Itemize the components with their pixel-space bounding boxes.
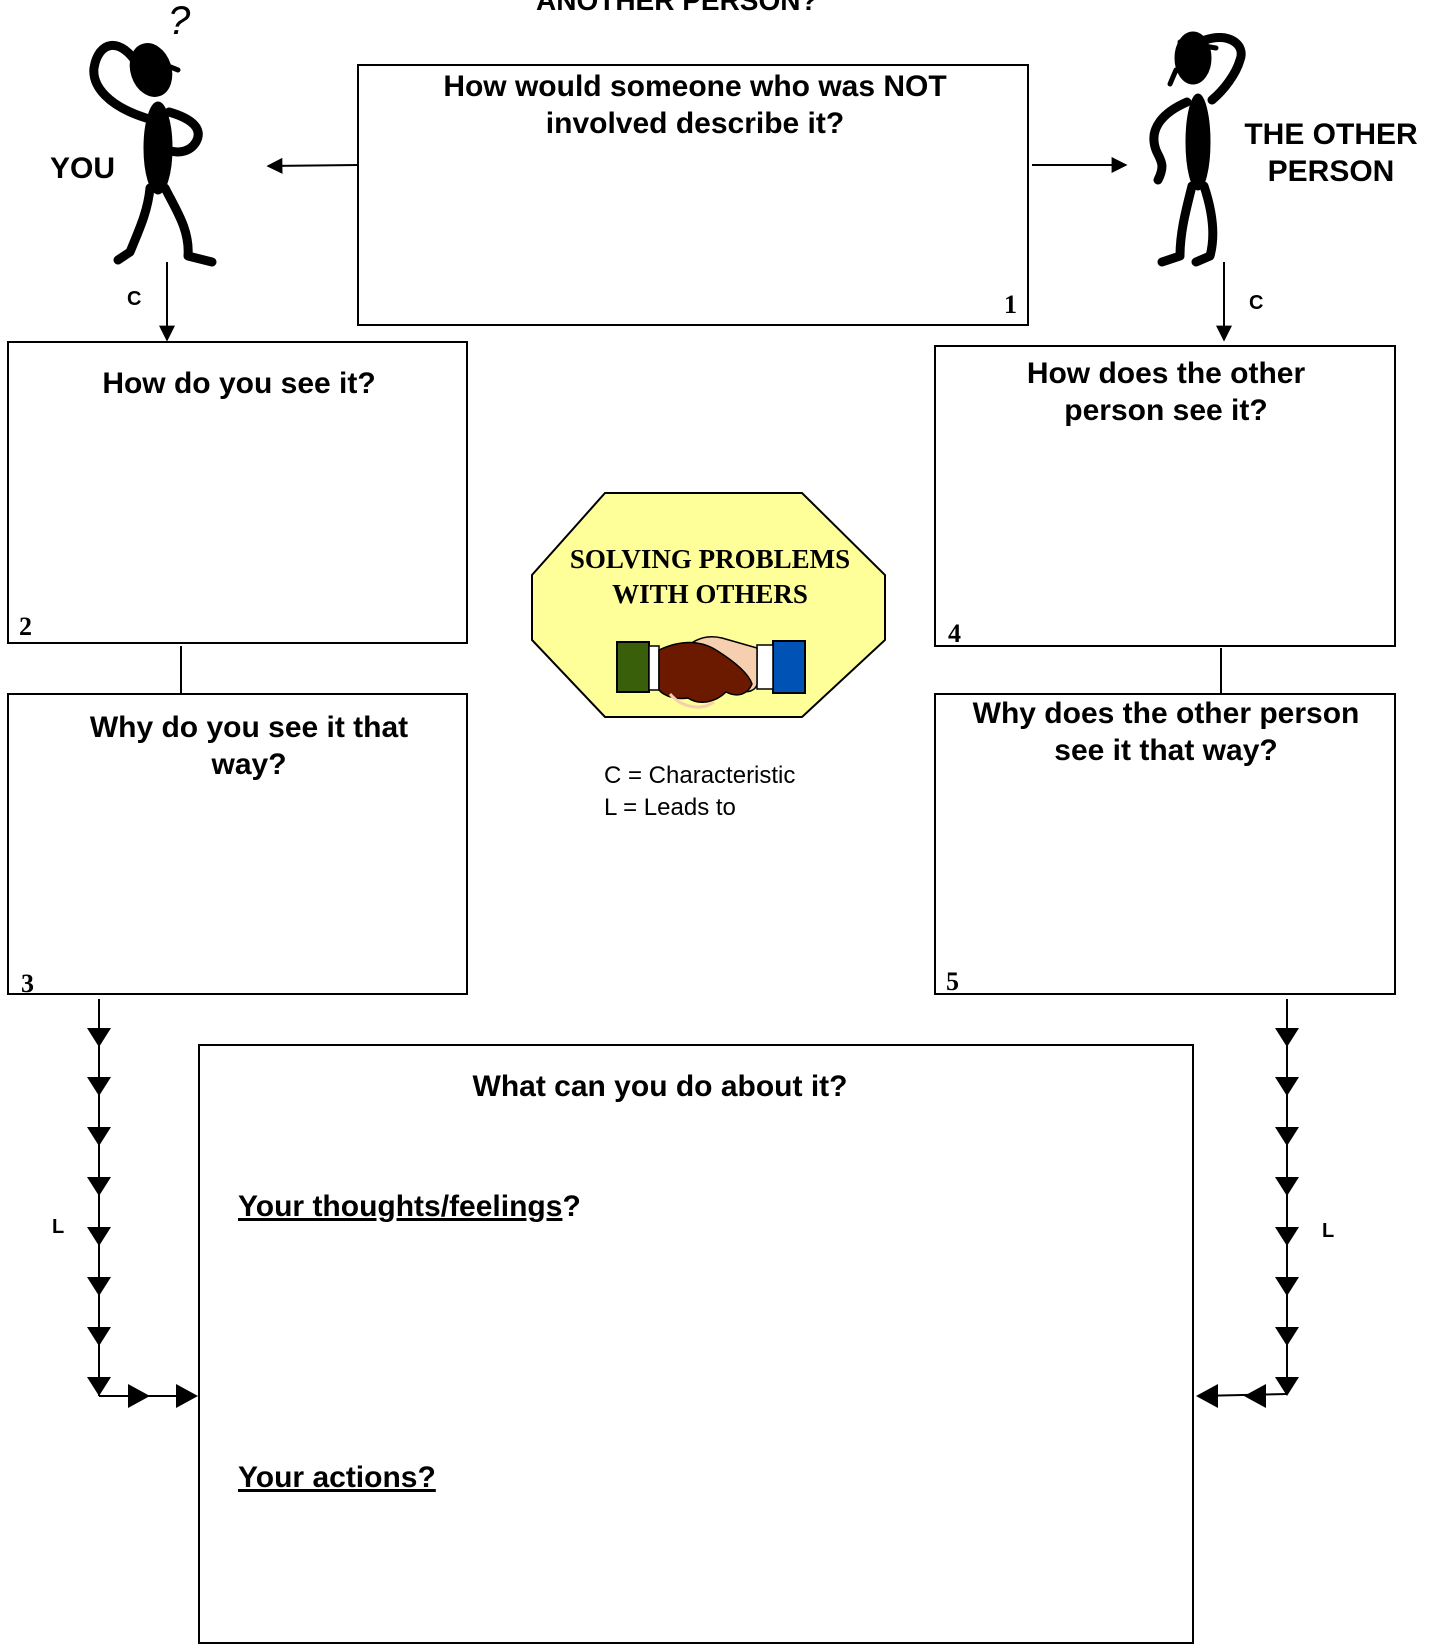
arrow-box1-to-you [266, 157, 359, 174]
box-number-1: 1 [1004, 290, 1017, 319]
box-other-reasons-question: Why does the other person see it that wa… [972, 697, 1360, 767]
badge-title: SOLVING PROBLEMS WITH OTHERS [540, 542, 880, 612]
handshake-icon [616, 636, 806, 709]
your-thoughts-feelings-text: Your thoughts/feelings [238, 1190, 563, 1223]
box-number-2: 2 [19, 612, 32, 641]
page-title: ANOTHER PERSON? [536, 0, 818, 16]
question-mark-icon: ? [168, 0, 191, 43]
connector-label-c-left: C [127, 288, 142, 310]
thinking-figure-other-icon [1149, 31, 1246, 267]
connector-label-c-right: C [1249, 292, 1264, 314]
right-lead-chain [1196, 999, 1299, 1408]
box-other-view[interactable]: How does the other person see it? 4 [934, 345, 1396, 648]
connector-label-l-left: L [52, 1216, 65, 1238]
box-number-5: 5 [946, 967, 959, 996]
box-your-view-question: How do you see it? [102, 367, 376, 400]
legend-characteristic: C = Characteristic [604, 762, 796, 789]
badge-title-line2: WITH OTHERS [612, 579, 808, 609]
box-what-can-you-do-question: What can you do about it? [472, 1070, 848, 1103]
your-thoughts-feelings-suffix: ? [562, 1190, 581, 1223]
box-number-3: 3 [21, 969, 34, 998]
your-thoughts-feelings-label: Your thoughts/feelings? [238, 1188, 581, 1225]
box-number-4: 4 [948, 619, 961, 648]
box-other-view-question: How does the other person see it? [1026, 357, 1306, 427]
thinking-figure-you-icon [89, 41, 217, 267]
legend-leads-to: L = Leads to [604, 794, 736, 821]
other-person-label-line1: THE OTHER [1244, 118, 1418, 151]
box-outsider-view-question: How would someone who was NOT involved d… [443, 70, 947, 140]
box-your-reasons[interactable]: Why do you see it that way? 3 [7, 693, 468, 998]
legend: C = Characteristic L = Leads to [604, 760, 795, 824]
other-person-label-line2: PERSON [1267, 155, 1395, 188]
other-person-label: THE OTHER PERSON [1236, 116, 1426, 190]
box-other-reasons[interactable]: Why does the other person see it that wa… [934, 693, 1396, 996]
box-your-view[interactable]: How do you see it? 2 [7, 341, 468, 644]
box-your-reasons-question: Why do you see it that way? [89, 711, 409, 781]
your-actions-label: Your actions? [238, 1461, 436, 1494]
box-outsider-view[interactable]: How would someone who was NOT involved d… [357, 64, 1029, 326]
badge-title-line1: SOLVING PROBLEMS [569, 544, 851, 574]
you-label: YOU [50, 152, 116, 185]
connector-label-l-right: L [1322, 1220, 1335, 1242]
box-what-can-you-do[interactable]: What can you do about it? Your thoughts/… [198, 1044, 1194, 1644]
left-lead-chain [87, 999, 198, 1408]
